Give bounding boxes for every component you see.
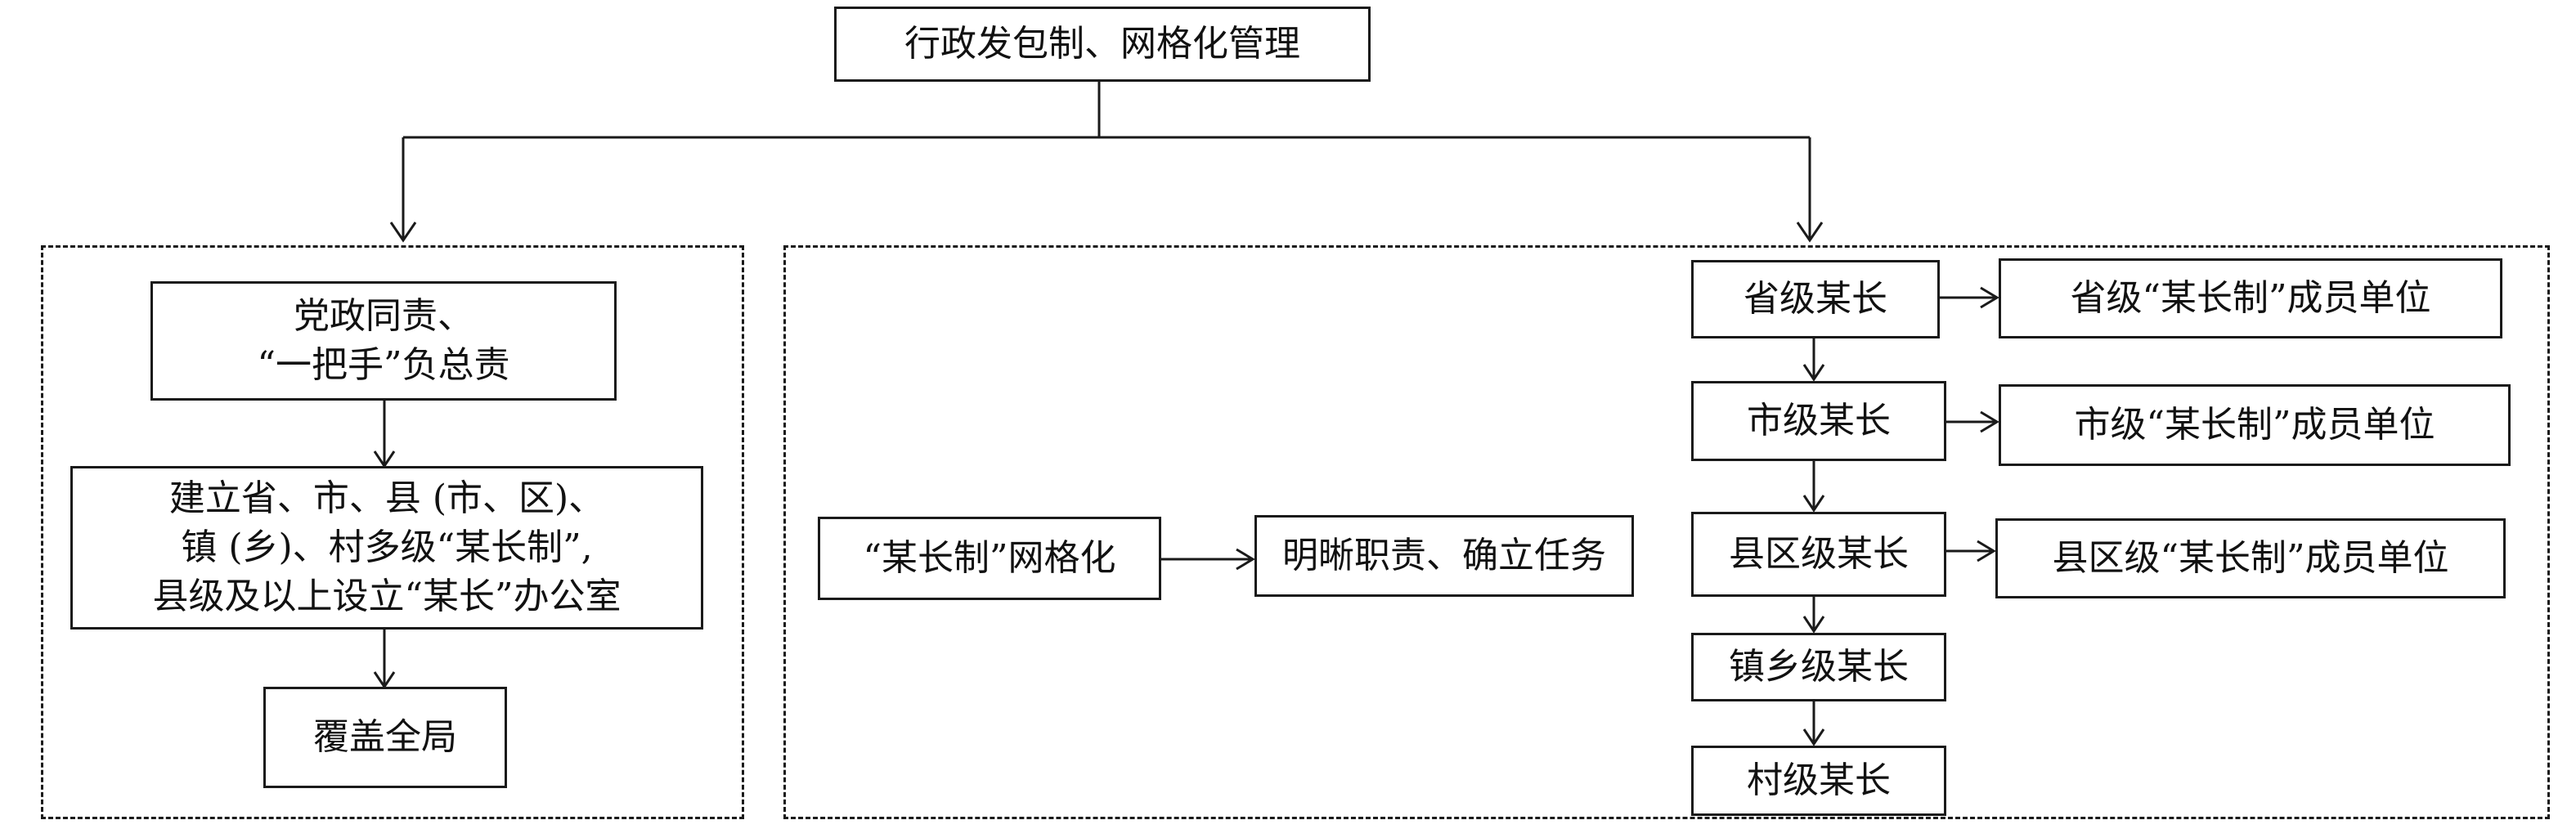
arrowhead-level-3-4 bbox=[1802, 616, 1825, 634]
node-unit-province: 省级“某长制”成员单位 bbox=[1999, 258, 2502, 338]
node-level-village: 村级某长 bbox=[1691, 746, 1946, 816]
node-level-city: 市级某长 bbox=[1691, 381, 1946, 461]
node-left-2: 建立省、市、县 (市、区)、 镇 (乡)、村多级“某长制”, 县级及以上设立“某… bbox=[70, 466, 703, 630]
node-top: 行政发包制、网格化管理 bbox=[834, 7, 1371, 82]
arrowhead-unit-1 bbox=[1980, 286, 1999, 309]
node-level-town: 镇乡级某长 bbox=[1691, 633, 1946, 701]
node-duty: 明晰职责、确立任务 bbox=[1254, 515, 1634, 597]
arrowhead-level-4-5 bbox=[1802, 728, 1825, 746]
node-left-1-line-1: 党政同责、 bbox=[294, 295, 473, 337]
node-unit-city: 市级“某长制”成员单位 bbox=[1999, 384, 2511, 466]
node-level-county: 县区级某长 bbox=[1691, 512, 1946, 597]
node-left-2-line-2: 镇 (乡)、村多级“某长制”, bbox=[181, 527, 593, 568]
left-group bbox=[41, 245, 744, 819]
arrowhead-left-group bbox=[389, 222, 417, 243]
arrowhead-right-group bbox=[1796, 222, 1824, 243]
node-left-1: 党政同责、 “一把手”负总责 bbox=[150, 281, 617, 401]
arrowhead-level-1-2 bbox=[1802, 364, 1825, 382]
node-left-1-line-2: “一把手”负总责 bbox=[257, 344, 510, 386]
node-grid: “某长制”网格化 bbox=[818, 517, 1161, 600]
node-left-2-line-1: 建立省、市、县 (市、区)、 bbox=[168, 477, 605, 519]
node-left-3: 覆盖全局 bbox=[263, 687, 507, 788]
node-left-2-line-3: 县级及以上设立“某长”办公室 bbox=[152, 576, 622, 617]
arrowhead-level-2-3 bbox=[1802, 495, 1825, 513]
node-unit-county: 县区级“某长制”成员单位 bbox=[1995, 518, 2506, 598]
arrowhead-unit-2 bbox=[1980, 410, 1999, 433]
right-group bbox=[783, 245, 2550, 819]
arrowhead-unit-3 bbox=[1977, 540, 1996, 562]
node-level-province: 省级某长 bbox=[1691, 260, 1940, 338]
arrowhead-grid-duty bbox=[1236, 548, 1255, 571]
